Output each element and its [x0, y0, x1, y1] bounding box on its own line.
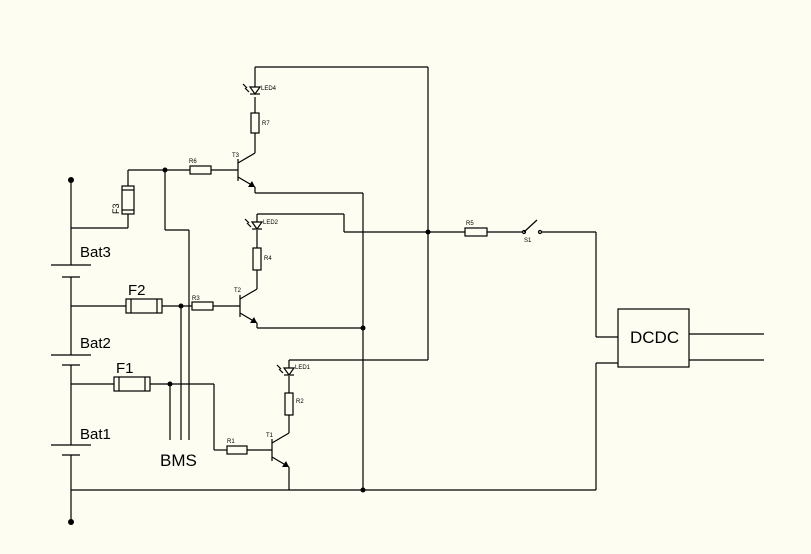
junction-dot [425, 229, 431, 235]
label-t2: T2 [234, 288, 242, 294]
battery-bat2 [51, 354, 91, 366]
label-bat3: Bat3 [80, 244, 111, 261]
fuse-f3 [71, 170, 135, 229]
junction-dot [68, 519, 74, 525]
label-r3: R3 [192, 296, 200, 302]
fuse-f1 [113, 376, 151, 392]
label-r6: R6 [189, 159, 197, 165]
resistor-r1 [226, 445, 248, 455]
label-led2: LED2 [263, 220, 279, 226]
resistor-r5 [464, 227, 488, 237]
led-led2 [244, 218, 264, 231]
label-bat1: Bat1 [80, 426, 111, 443]
fuse-f2 [125, 298, 163, 314]
label-bat2: Bat2 [80, 335, 111, 352]
label-f3: F3 [111, 203, 121, 214]
led-led4 [242, 83, 262, 96]
transistor-t2 [239, 288, 258, 324]
transistor-t1 [271, 432, 290, 468]
battery-stack [51, 177, 91, 525]
junction-dot [68, 177, 74, 183]
label-led4: LED4 [261, 86, 277, 92]
switch-s1 [521, 219, 543, 235]
label-r2: R2 [296, 399, 304, 405]
label-s1: S1 [524, 238, 532, 244]
resistor-r2 [284, 392, 294, 416]
label-t3: T3 [232, 153, 240, 159]
label-r5: R5 [466, 221, 474, 227]
led-led1 [276, 364, 296, 377]
resistor-r3 [191, 301, 214, 311]
label-f1: F1 [116, 360, 134, 377]
label-f2: F2 [128, 282, 146, 299]
resistor-r7 [250, 112, 260, 134]
label-led1: LED1 [295, 365, 311, 371]
label-bms: BMS [160, 451, 197, 470]
dcdc-converter [617, 308, 690, 368]
label-dcdc: DCDC [630, 328, 679, 347]
junction-dot [360, 325, 366, 331]
label-r1: R1 [227, 439, 235, 445]
resistor-r6 [189, 165, 212, 175]
junction-dot [360, 487, 366, 493]
label-r4: R4 [264, 256, 272, 262]
label-t1: T1 [266, 433, 274, 439]
label-r7: R7 [262, 121, 270, 127]
resistor-r4 [252, 247, 262, 271]
transistor-t3 [237, 152, 256, 188]
battery-bat3 [51, 264, 91, 278]
battery-bat1 [51, 444, 91, 456]
